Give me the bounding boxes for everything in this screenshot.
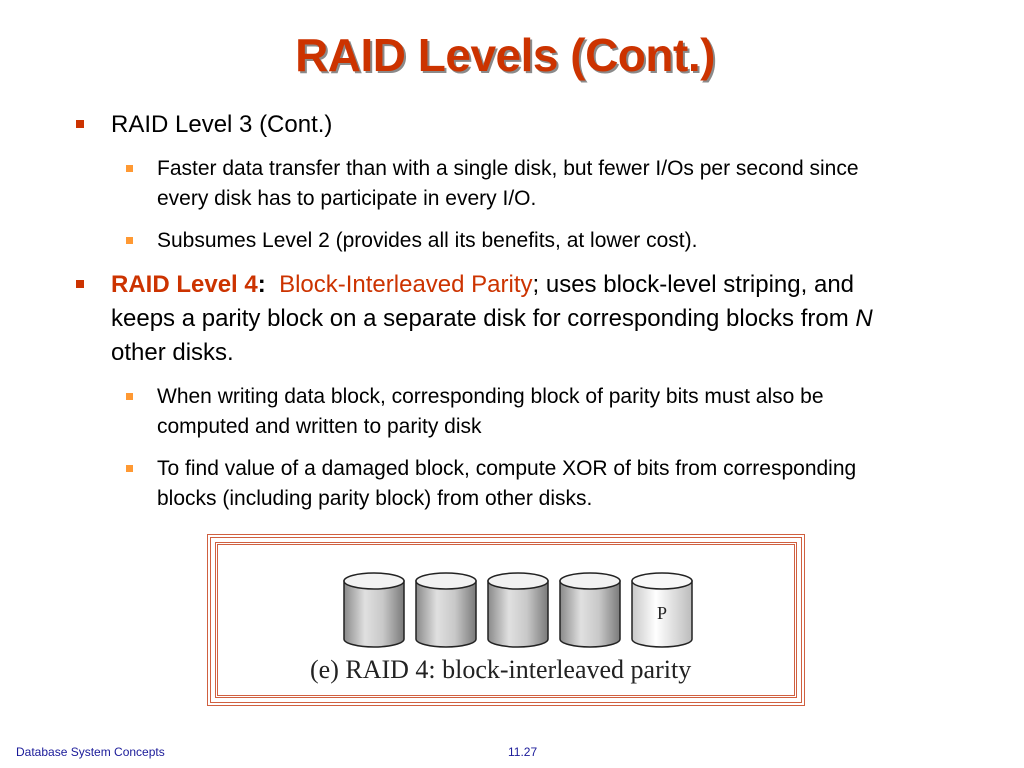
footer-course-title: Database System Concepts bbox=[16, 745, 165, 759]
square-bullet-icon bbox=[126, 393, 133, 400]
list-item: To find value of a damaged block, comput… bbox=[76, 454, 906, 514]
disk-3 bbox=[487, 572, 549, 648]
list-item: Subsumes Level 2 (provides all its benef… bbox=[76, 226, 906, 256]
square-bullet-icon bbox=[126, 465, 133, 472]
square-bullet-icon bbox=[76, 280, 84, 288]
footer-page-number: 11.27 bbox=[508, 745, 538, 759]
bullet-text: When writing data block, corresponding b… bbox=[157, 385, 824, 438]
list-item: RAID Level 3 (Cont.) bbox=[76, 108, 906, 142]
square-bullet-icon bbox=[76, 120, 84, 128]
parity-label: P bbox=[657, 603, 667, 623]
raid4-colon: : bbox=[257, 271, 266, 298]
raid4-term: Block-Interleaved Parity bbox=[279, 271, 533, 298]
square-bullet-icon bbox=[126, 165, 133, 172]
disk-4 bbox=[559, 572, 621, 648]
figure-caption: (e) RAID 4: block-interleaved parity bbox=[310, 655, 692, 684]
disk-1 bbox=[343, 572, 405, 648]
bullet-text: Subsumes Level 2 (provides all its benef… bbox=[157, 229, 698, 252]
bullet-list: RAID Level 3 (Cont.) Faster data transfe… bbox=[76, 108, 906, 526]
square-bullet-icon bbox=[126, 237, 133, 244]
figure-frame: P (e) RAID 4: block-interleaved parity bbox=[215, 542, 797, 698]
parity-disk: P bbox=[631, 572, 693, 648]
raid4-figure: P (e) RAID 4: block-interleaved parity bbox=[207, 534, 805, 706]
disk-array: P bbox=[343, 572, 693, 648]
bullet-text: ; uses block-level striping, and keeps a… bbox=[111, 271, 856, 332]
page-title: RAID Levels (Cont.) bbox=[295, 29, 715, 81]
list-item: Faster data transfer than with a single … bbox=[76, 154, 906, 214]
bullet-text: To find value of a damaged block, comput… bbox=[157, 457, 857, 510]
raid4-heading: RAID Level 4 bbox=[111, 271, 258, 298]
bullet-text: RAID Level 3 (Cont.) bbox=[111, 111, 333, 138]
bullet-text: Faster data transfer than with a single … bbox=[157, 157, 859, 210]
bullet-text: other disks. bbox=[111, 339, 234, 366]
n-variable: N bbox=[855, 305, 873, 332]
list-item: When writing data block, corresponding b… bbox=[76, 382, 906, 442]
list-item: RAID Level 4: Block-Interleaved Parity; … bbox=[76, 268, 906, 370]
disk-2 bbox=[415, 572, 477, 648]
